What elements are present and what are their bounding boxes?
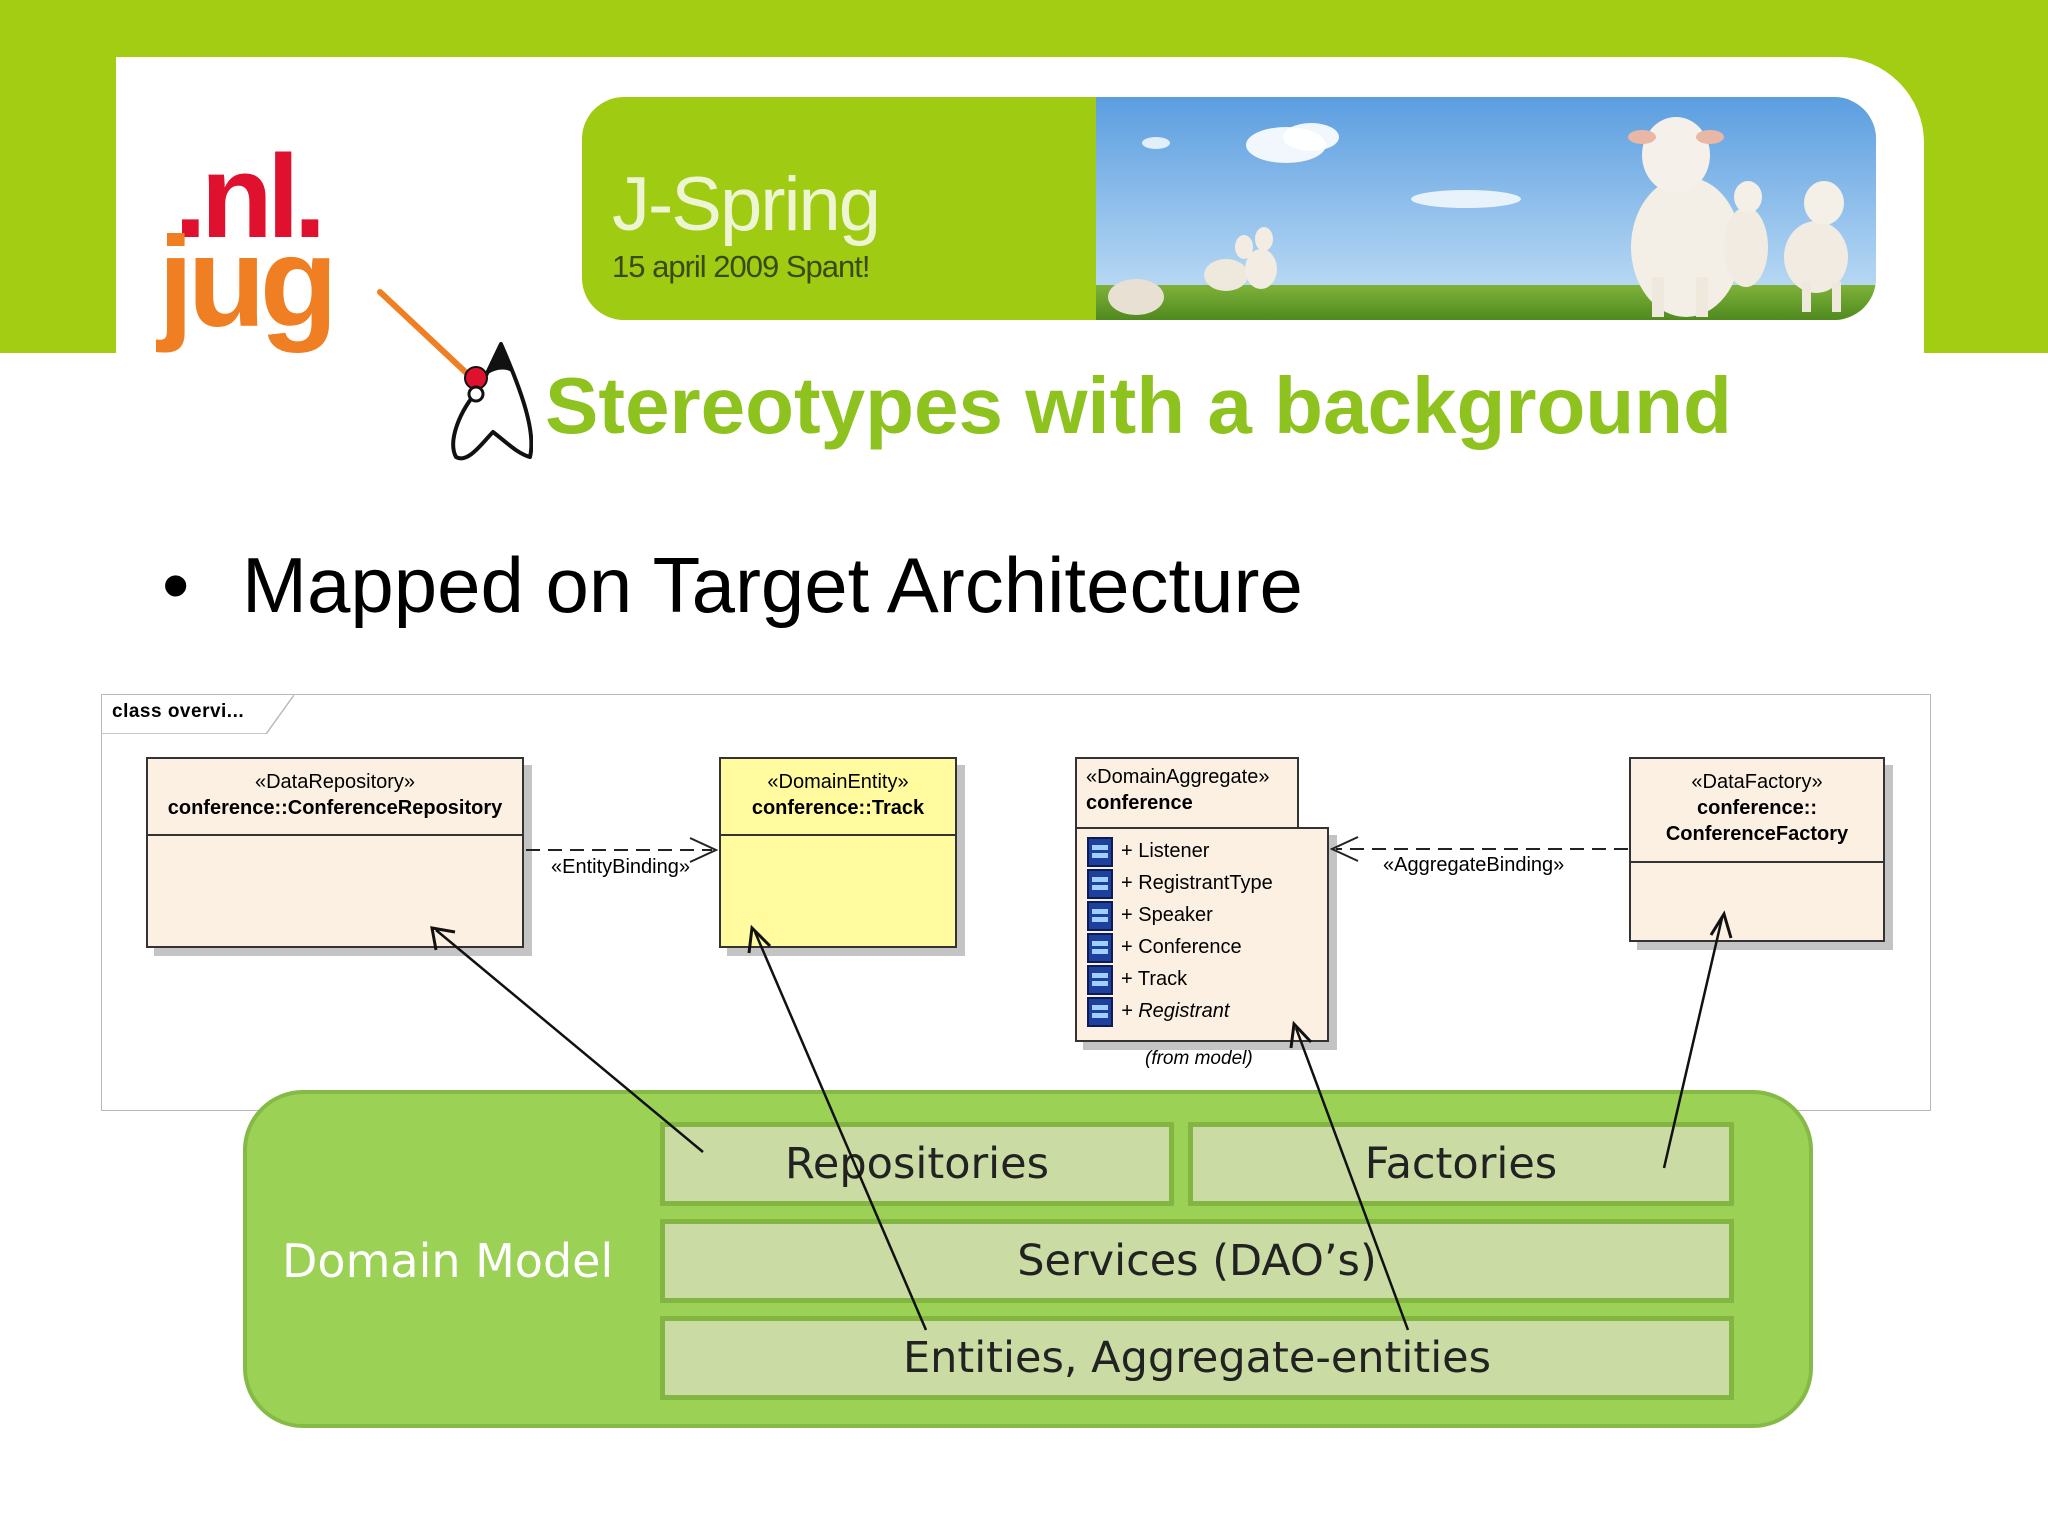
class-icon [1087,836,1113,867]
package-item: + RegistrantType [1087,867,1273,899]
package-item-label: + Speaker [1121,904,1213,926]
banner-subtitle: 15 april 2009 Spant! [612,249,870,284]
layer-repositories: Repositories [660,1122,1174,1206]
class-header: «DataFactory» conference:: ConferenceFac… [1631,759,1883,863]
from-model-note: (from model) [1145,1048,1253,1069]
lambs-photo [1096,97,1876,320]
class-track: «DomainEntity» conference::Track [719,757,957,948]
package-item: + Speaker [1087,899,1213,931]
package-item: + Track [1087,963,1187,995]
slide-title: Stereotypes with a background [545,361,1732,450]
package-item-label: + Track [1121,968,1188,990]
arrow-entities-to-aggregate [1294,1027,1410,1331]
bullet-marker: • [162,541,190,629]
domain-model-label: Domain Model [282,1234,614,1288]
nljug-logo: .nl. jug [158,131,533,467]
bullet-text: Mapped on Target Architecture [242,541,1303,629]
class-conference-repository: «DataRepository» conference::ConferenceR… [146,757,524,948]
entity-binding-arrowhead [689,837,719,863]
class-stereotype: «DataFactory» [1691,771,1823,793]
class-name-line1: conference:: [1696,797,1818,819]
package-name: conference [1086,792,1193,814]
bullet-point: • Mapped on Target Architecture [162,540,1303,631]
package-item-label: + Conference [1121,936,1242,958]
class-name: conference::Track [751,797,925,819]
class-conference-factory: «DataFactory» conference:: ConferenceFac… [1629,757,1885,942]
layer-entities: Entities, Aggregate-entities [660,1316,1734,1400]
class-header: «DomainEntity» conference::Track [721,759,955,836]
package-item: + Conference [1087,931,1242,963]
class-icon [1087,964,1113,995]
duke-mascot-icon [377,289,533,461]
class-icon [1087,996,1113,1027]
arrowhead [747,924,772,954]
logo-text-nl: .nl. [174,131,326,263]
package-body-conference: + Listener + RegistrantType + Speaker + … [1075,827,1329,1042]
package-item-label: + Listener [1121,840,1210,862]
class-stereotype: «DataRepository» [254,771,416,793]
package-item-label: + RegistrantType [1121,872,1273,894]
package-item: + Listener [1087,835,1209,867]
class-name-line2: ConferenceFactory [1665,823,1849,845]
layer-factories: Factories [1188,1122,1734,1206]
package-tab-conference: «DomainAggregate» conference [1075,757,1299,831]
class-name: conference::ConferenceRepository [167,797,503,819]
class-icon [1087,900,1113,931]
frame-tab-outline [101,694,294,734]
logo-text-jug: jug [158,211,338,354]
arrow-entities-to-track [753,931,928,1331]
arrow-repositories-to-repository [435,929,704,1153]
class-stereotype: «DomainEntity» [767,771,909,793]
package-item-label: + Registrant [1121,1000,1230,1022]
class-icon [1087,868,1113,899]
entity-binding-label: «EntityBinding» [551,856,690,878]
class-header: «DataRepository» conference::ConferenceR… [148,759,522,836]
class-icon [1087,932,1113,963]
arrowhead [1709,910,1733,939]
layer-services: Services (DAO’s) [660,1219,1734,1303]
j-spring-banner: J-Spring 15 april 2009 Spant! [582,97,1876,320]
package-stereotype: «DomainAggregate» [1086,766,1270,788]
banner-title: J-Spring [612,162,881,247]
arrowhead [1289,1020,1313,1049]
aggregate-binding-arrowhead [1329,836,1359,862]
package-item: + Registrant [1087,995,1229,1027]
frame-label: class overvi... [112,701,245,722]
arrowhead [430,926,456,951]
aggregate-binding-label: «AggregateBinding» [1383,854,1565,876]
arrow-factories-to-factory [1662,917,1724,1169]
